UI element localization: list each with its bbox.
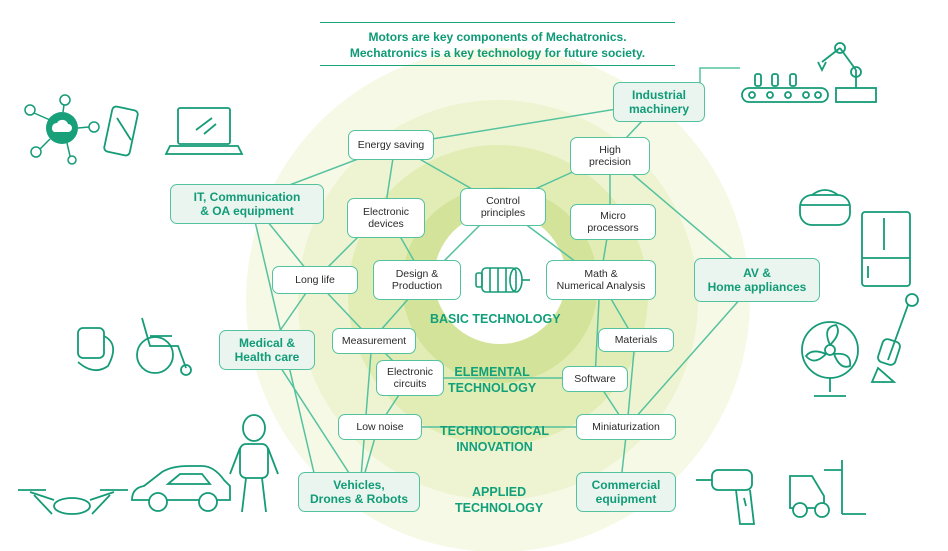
refrigerator-icon [861, 211, 911, 287]
ring-label-elemental-2: TECHNOLOGY [448, 381, 537, 395]
node-miniaturization-label: Miniaturization [592, 421, 660, 433]
node-measurement-label: Measurement [341, 335, 407, 347]
node-energy-saving: Energy saving [348, 130, 434, 160]
node-control-line-1: Control [486, 195, 520, 207]
node-long-life-label: Long life [295, 274, 335, 286]
node-commercial-line-1: Commercial [591, 478, 661, 492]
node-devices-line-2: devices [368, 218, 404, 230]
node-it-line-1: IT, Communication [193, 190, 301, 204]
industrial-robot-arm-icon [817, 42, 877, 103]
node-micro-line-1: Micro [600, 210, 626, 222]
node-precision-line-2: precision [588, 156, 632, 168]
ring-label-elemental: ELEMENTAL TECHNOLOGY [448, 364, 536, 396]
node-vehicles-drones-robots: Vehicles,Drones & Robots [298, 472, 420, 512]
node-design-line-2: Production [391, 280, 443, 292]
electric-fan-icon [801, 321, 859, 397]
node-design-production: Design &Production [373, 260, 461, 300]
node-av-line-2: Home appliances [707, 280, 807, 294]
drone-icon [18, 489, 128, 515]
node-circuits-line-1: Electronic [386, 366, 434, 378]
node-measurement: Measurement [332, 328, 416, 354]
node-medical-line-2: Health care [234, 350, 300, 364]
humanoid-robot-icon [229, 414, 279, 513]
node-energy-label: Energy saving [357, 139, 425, 151]
node-it-communication: IT, Communication& OA equipment [170, 184, 324, 224]
cloud-network-icon [24, 94, 100, 165]
diagram-header: Motors are key components of Mechatronic… [320, 22, 675, 66]
ring-label-innovation-1: TECHNOLOGICAL [440, 424, 550, 438]
node-low-noise: Low noise [338, 414, 422, 440]
node-av-home-appliances: AV &Home appliances [694, 258, 820, 302]
node-devices-line-1: Electronic [362, 206, 410, 218]
motor-icon [475, 267, 530, 293]
ring-label-basic: BASIC TECHNOLOGY [430, 312, 561, 326]
node-math-line-2: Numerical Analysis [556, 280, 646, 292]
ring-label-applied: APPLIED TECHNOLOGY [455, 484, 543, 516]
ring-label-applied-1: APPLIED [472, 485, 527, 499]
vacuum-cleaner-icon [870, 293, 919, 383]
node-long-life: Long life [272, 266, 358, 294]
ring-center [434, 212, 566, 344]
ring-label-elemental-1: ELEMENTAL [454, 365, 530, 379]
node-software-label: Software [574, 373, 616, 385]
ring-label-innovation-2: INNOVATION [456, 440, 533, 454]
node-industrial-line-1: Industrial [631, 88, 686, 102]
ring-label-innovation: TECHNOLOGICAL INNOVATION [440, 423, 549, 455]
node-precision-line-1: High [599, 144, 621, 156]
header-line-2: Mechatronics is a key technology for fut… [349, 46, 646, 60]
node-medical-health-care: Medical &Health care [219, 330, 315, 370]
vr-headset-icon [799, 189, 851, 226]
node-micro-line-2: processors [587, 222, 639, 234]
node-miniaturization: Miniaturization [576, 414, 676, 440]
node-circuits-line-2: circuits [393, 378, 427, 390]
smartphone-icon [103, 105, 139, 157]
node-vehicles-line-1: Vehicles, [333, 478, 385, 492]
node-commercial-line-2: equipment [595, 492, 657, 506]
car-icon [131, 465, 231, 512]
node-software: Software [562, 366, 628, 392]
ring-label-applied-2: TECHNOLOGY [455, 501, 544, 515]
node-control-line-2: principles [480, 207, 526, 219]
node-low-noise-label: Low noise [356, 421, 404, 433]
laptop-icon [164, 107, 244, 155]
node-math-analysis: Math &Numerical Analysis [546, 260, 656, 300]
node-design-line-1: Design & [395, 268, 439, 280]
node-math-line-1: Math & [584, 268, 618, 280]
node-materials: Materials [598, 328, 674, 352]
conveyor-belt-icon [741, 73, 829, 103]
wheelchair-icon [136, 317, 192, 376]
smartwatch-icon [77, 327, 114, 372]
node-av-line-1: AV & [743, 266, 771, 280]
power-drill-icon [696, 469, 756, 525]
header-line-1: Motors are key components of Mechatronic… [368, 30, 627, 44]
forklift-icon [789, 460, 866, 518]
node-medical-line-1: Medical & [238, 336, 295, 350]
node-industrial-line-2: machinery [628, 102, 690, 116]
node-vehicles-line-2: Drones & Robots [309, 492, 408, 506]
node-materials-label: Materials [614, 334, 658, 346]
node-it-line-2: & OA equipment [200, 204, 294, 218]
